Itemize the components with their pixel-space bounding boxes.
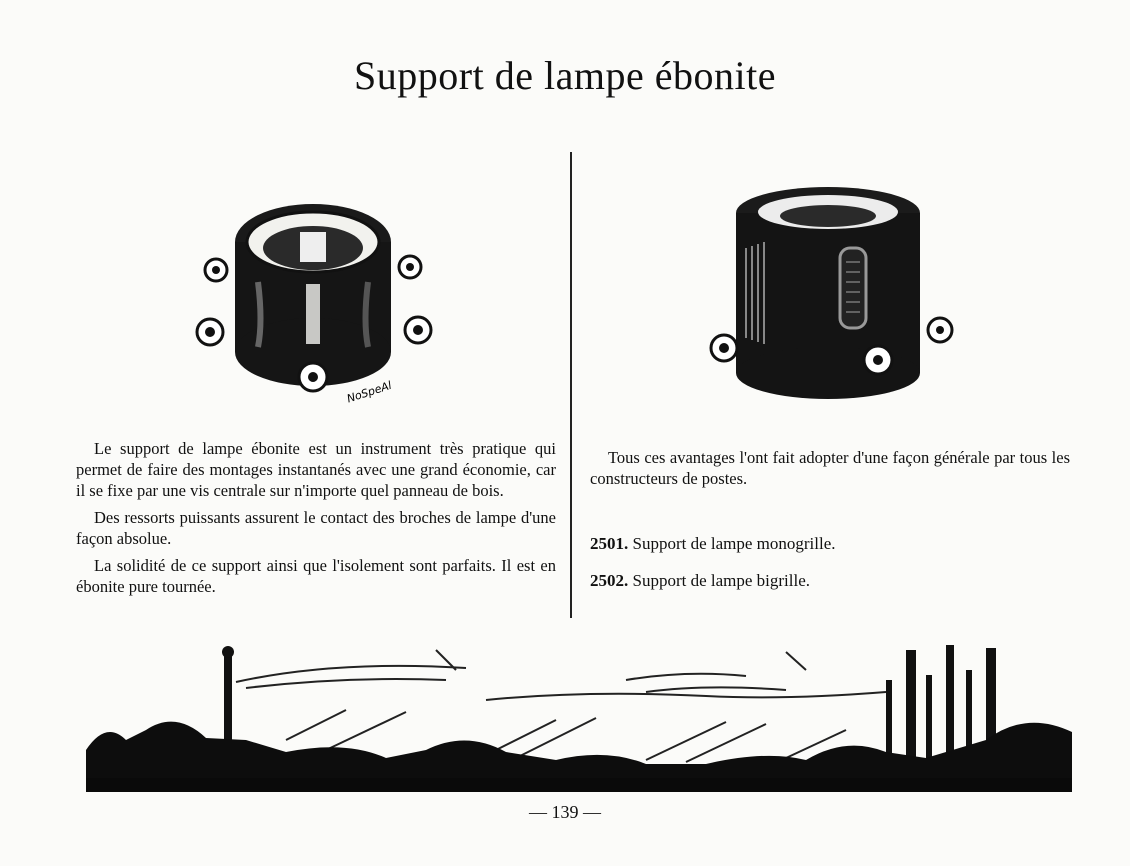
product-item: 2501. Support de lampe monogrille. <box>590 534 836 554</box>
page-title: Support de lampe ébonite <box>354 53 776 98</box>
paragraph: Le support de lampe ébonite est un instr… <box>76 439 556 500</box>
illustration-signature: NoSpeAl <box>345 379 393 406</box>
left-column-text: Le support de lampe ébonite est un instr… <box>76 438 556 603</box>
paragraph: Tous ces avantages l'ont fait adopter d'… <box>590 448 1070 488</box>
paragraph: La solidité de ce support ainsi que l'is… <box>76 556 556 596</box>
product-label: Support de lampe bigrille. <box>632 571 811 590</box>
product-number: 2502. <box>590 571 629 590</box>
product-label: Support de lampe monogrille. <box>632 534 836 553</box>
column-divider <box>570 152 572 618</box>
paragraph: Des ressorts puissants assurent le conta… <box>76 508 556 548</box>
decorative-skyline-banner <box>86 645 1072 792</box>
product-item: 2502. Support de lampe bigrille. <box>590 571 810 591</box>
right-column-text: Tous ces avantages l'ont fait adopter d'… <box>590 447 1070 495</box>
lamp-socket-illustration-cylinder <box>709 187 954 399</box>
lamp-socket-illustration-open: NoSpeAl <box>195 204 433 406</box>
page-number: — 139 — <box>529 802 601 822</box>
product-number: 2501. <box>590 534 629 553</box>
